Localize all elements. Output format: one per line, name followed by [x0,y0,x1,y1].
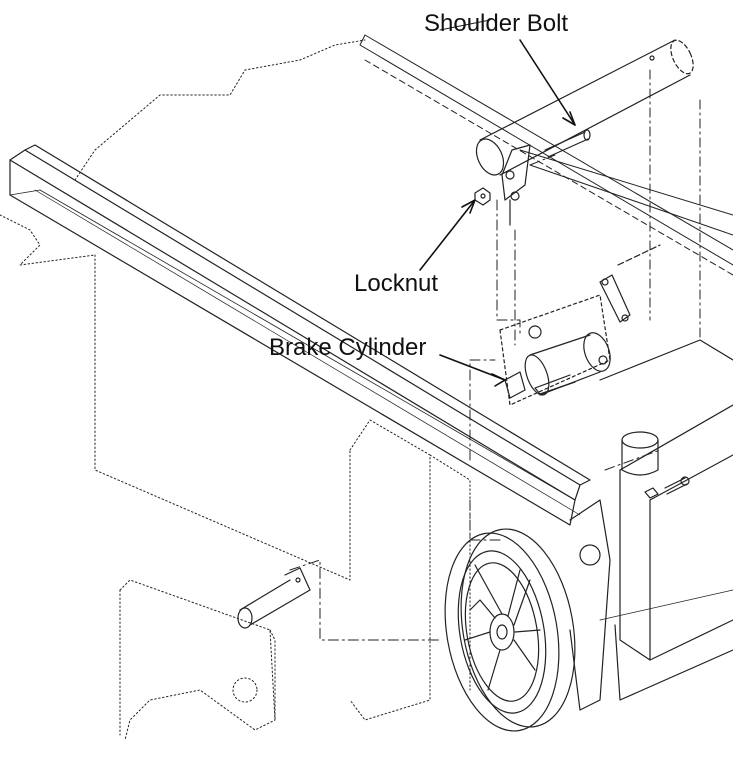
bracket [501,144,531,226]
shoulder-bolt [544,129,591,158]
brake-cylinder-assembly [499,294,611,406]
motor-housing [599,339,733,701]
fender-bracket [119,579,276,741]
side-plate [569,499,611,711]
leader-arrows [419,39,576,387]
pin [237,567,311,629]
axle-tube [475,39,694,176]
locknut-label: Locknut [354,270,439,297]
lever-link [599,244,661,323]
shoulder-bolt-label: Shoulder Bolt [424,10,569,37]
brake-cylinder-label: Brake Cylinder [269,334,427,361]
alignment-lines [289,154,661,641]
body-panel [0,39,471,721]
side-bolt [644,476,690,499]
top-rails [359,19,733,276]
wheel [444,528,576,732]
locknut [474,187,491,206]
right-plate [649,69,701,341]
front-rail [9,144,591,526]
